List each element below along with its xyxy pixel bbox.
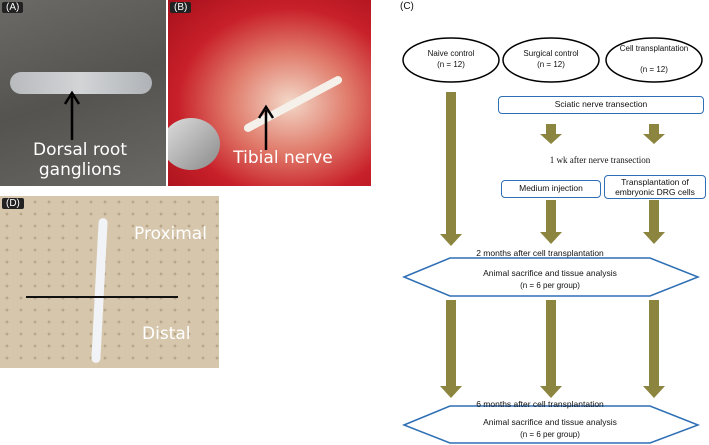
panel-a-arrow	[63, 90, 81, 140]
arrow-cell-1	[643, 124, 665, 144]
one-week-text: 1 wk after nerve transection	[549, 155, 651, 165]
analysis-2-line-a: Animal sacrifice and tissue analysis	[483, 417, 617, 427]
arrow-naive-1	[440, 92, 462, 246]
analysis-1-line-b: (n = 6 per group)	[520, 281, 580, 290]
arrow-surgical-2	[540, 200, 562, 244]
ganglion-tissue	[10, 72, 152, 94]
panel-a-photo: (A) Dorsal root ganglions	[0, 0, 166, 186]
group-cell-name: Cell transplantation	[619, 44, 689, 53]
cut-line	[26, 296, 178, 298]
medium-injection-box: Medium injection	[501, 180, 601, 198]
panel-b-photo: (B) Tibial nerve	[168, 0, 371, 186]
panel-d-photo: (D) Proximal Distal	[0, 196, 219, 368]
arrow-cell-3	[643, 300, 665, 398]
group-ellipse-cell	[605, 37, 703, 83]
arrow-surgical-1	[540, 124, 562, 144]
arrow-naive-2	[440, 300, 462, 398]
arrow-cell-2	[643, 200, 665, 244]
panel-b-caption: Tibial nerve	[233, 148, 333, 168]
sciatic-transection-text: Sciatic nerve transection	[554, 99, 648, 109]
distal-label: Distal	[142, 324, 191, 344]
panel-a-label: (A)	[2, 2, 24, 13]
forceps	[168, 118, 220, 170]
panel-d-label: (D)	[2, 198, 24, 209]
transplantation-box: Transplantation of embryonic DRG cells	[604, 175, 706, 199]
analysis-1-line-a: Animal sacrifice and tissue analysis	[483, 268, 617, 278]
arrow-surgical-3	[540, 300, 562, 398]
sciatic-transection-box: Sciatic nerve transection	[498, 96, 704, 114]
group-surgical-n: (n = 12)	[537, 60, 565, 69]
group-naive-name: Naive control	[427, 49, 475, 58]
group-surgical-name: Surgical control	[523, 49, 579, 58]
analysis-2-line-b: (n = 6 per group)	[520, 430, 580, 439]
panel-b-arrow	[257, 104, 275, 150]
group-ellipse-surgical	[502, 37, 600, 83]
transplantation-text: Transplantation of embryonic DRG cells	[615, 177, 695, 197]
panel-c-label: (C)	[400, 1, 414, 12]
proximal-label: Proximal	[134, 224, 207, 244]
panel-a-caption: Dorsal root ganglions	[33, 140, 127, 180]
group-naive-n: (n = 12)	[437, 60, 465, 69]
medium-injection-text: Medium injection	[519, 183, 583, 193]
hexagon-analysis-2	[401, 405, 701, 444]
group-cell-n: (n = 12)	[640, 65, 668, 74]
arrows	[440, 92, 665, 398]
group-ellipse-naive	[402, 37, 500, 83]
hexagon-analysis-1	[402, 257, 701, 297]
two-months-text: 2 months after cell transplantation	[476, 248, 604, 258]
six-months-text: 6 months after cell transplantation	[476, 399, 604, 409]
panel-b-label: (B)	[170, 2, 192, 13]
